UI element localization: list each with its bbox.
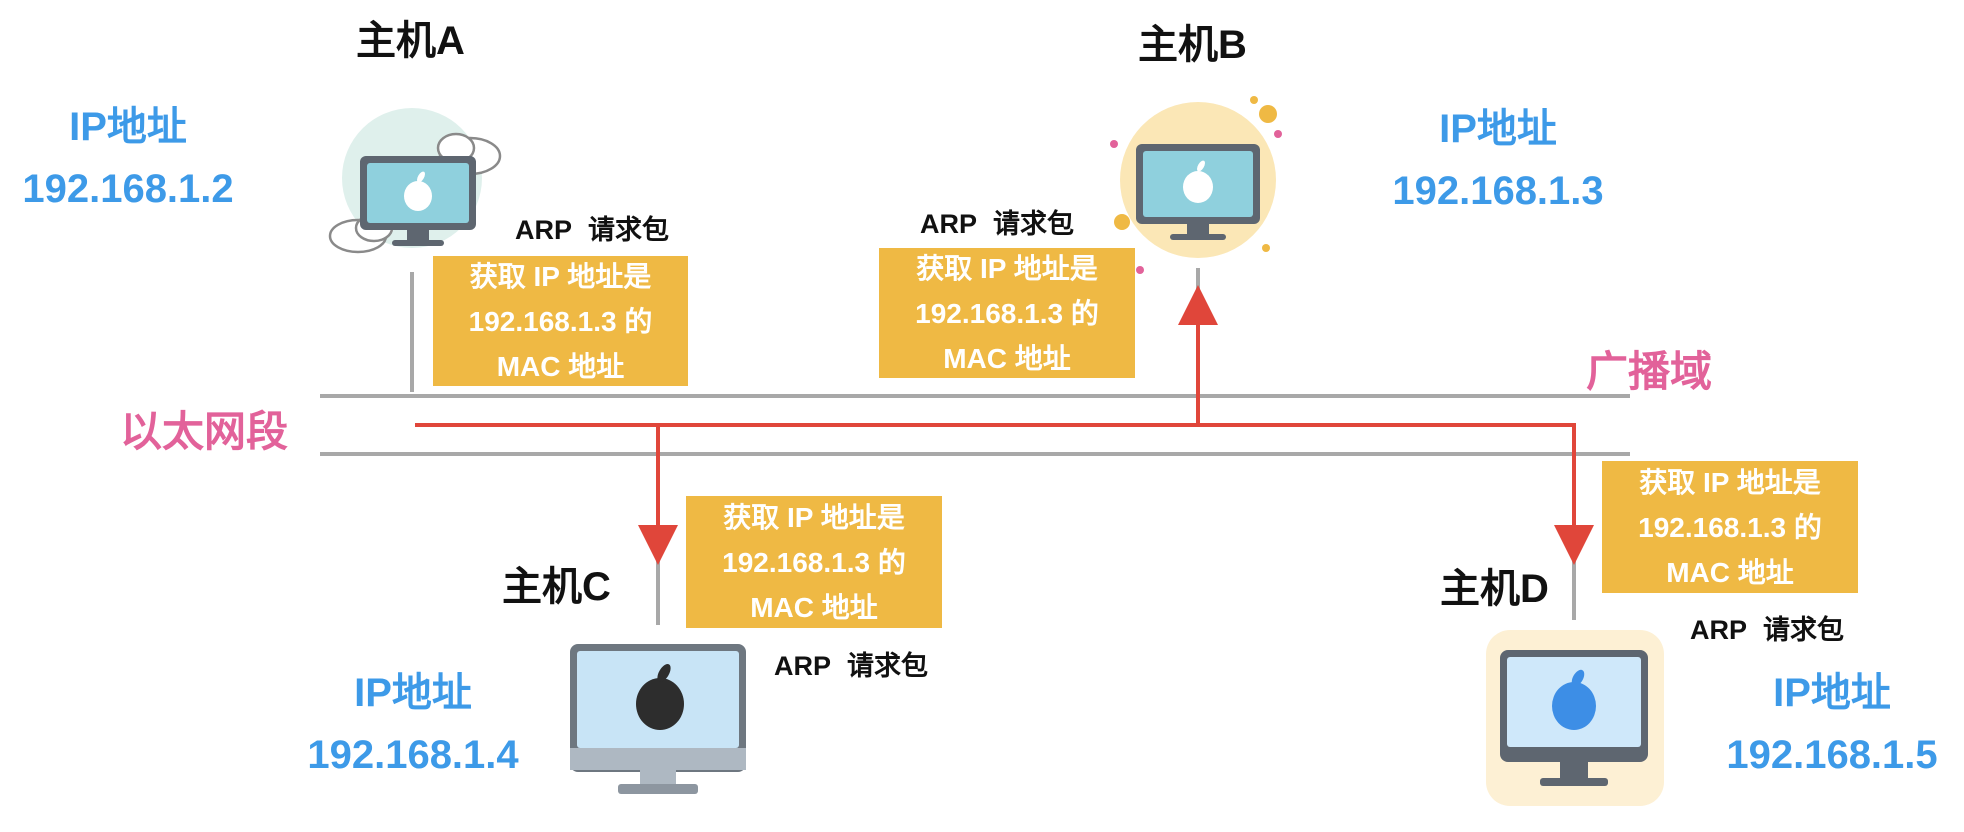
request-line-2: 192.168.1.3 的 (722, 546, 906, 578)
host-a-computer (328, 108, 502, 254)
host-b-ip-address: 192.168.1.3 (1392, 169, 1604, 213)
request-line-2: 192.168.1.3 的 (1638, 511, 1822, 543)
host-c-computer (570, 644, 746, 794)
host-b-ip-block: IP地址 192.168.1.3 (1378, 98, 1618, 222)
host-d-ip-block: IP地址 192.168.1.5 (1712, 662, 1952, 786)
host-b-arp-label: ARP 请求包 (920, 202, 1074, 241)
request-line-3: MAC 地址 (750, 591, 878, 623)
host-a-ip-address: 192.168.1.2 (22, 167, 234, 211)
host-c-title: 主机C (502, 565, 611, 609)
host-a-ip-caption: IP地址 (69, 105, 187, 149)
host-b-title: 主机B (1138, 23, 1247, 67)
arp-protocol: ARP (1690, 615, 1748, 645)
host-d-ip-address: 192.168.1.5 (1726, 733, 1938, 777)
host-a-title: 主机A (356, 19, 465, 63)
host-d-ip-caption: IP地址 (1773, 671, 1891, 715)
host-d-request-box: 获取 IP 地址是 192.168.1.3 的 MAC 地址 (1602, 461, 1858, 593)
apple-logo-icon (1552, 669, 1596, 730)
arp-kind: 请求包 (588, 215, 670, 245)
host-d-arp-label: ARP 请求包 (1690, 608, 1844, 647)
host-c-ip-caption: IP地址 (354, 671, 472, 715)
arp-kind: 请求包 (993, 209, 1075, 239)
host-d-title: 主机D (1440, 567, 1549, 611)
host-b-request-box: 获取 IP 地址是 192.168.1.3 的 MAC 地址 (879, 248, 1135, 378)
request-line-1: 获取 IP 地址是 (723, 501, 905, 533)
arp-kind: 请求包 (847, 651, 929, 681)
arp-protocol: ARP (920, 209, 978, 239)
arp-protocol: ARP (774, 651, 832, 681)
request-line-2: 192.168.1.3 的 (468, 305, 653, 337)
request-line-1: 获取 IP 地址是 (916, 252, 1098, 284)
host-c-request-box: 获取 IP 地址是 192.168.1.3 的 MAC 地址 (686, 496, 942, 628)
arp-protocol: ARP (515, 215, 573, 245)
host-b-ip-caption: IP地址 (1439, 107, 1557, 151)
apple-logo-icon (636, 663, 684, 730)
request-line-3: MAC 地址 (943, 342, 1071, 374)
arp-kind: 请求包 (1763, 615, 1845, 645)
broadcast-domain-label: 广播域 (1586, 348, 1713, 395)
ethernet-segment-label: 以太网段 (120, 408, 289, 455)
host-a-request-box: 获取 IP 地址是 192.168.1.3 的 MAC 地址 (433, 256, 688, 386)
request-line-3: MAC 地址 (1666, 556, 1794, 588)
host-a-arp-label: ARP 请求包 (515, 208, 669, 247)
host-b-computer (1110, 96, 1282, 274)
request-line-1: 获取 IP 地址是 (469, 260, 652, 292)
apple-logo-icon (404, 171, 432, 211)
request-line-1: 获取 IP 地址是 (1639, 466, 1821, 498)
request-line-3: MAC 地址 (496, 350, 625, 382)
host-c-arp-label: ARP 请求包 (774, 644, 928, 683)
host-d-computer (1486, 630, 1664, 806)
host-a-ip-block: IP地址 192.168.1.2 (8, 96, 248, 220)
host-c-ip-block: IP地址 192.168.1.4 (293, 662, 533, 786)
request-line-2: 192.168.1.3 的 (915, 297, 1099, 329)
apple-logo-icon (1183, 160, 1213, 203)
host-c-ip-address: 192.168.1.4 (307, 733, 519, 777)
